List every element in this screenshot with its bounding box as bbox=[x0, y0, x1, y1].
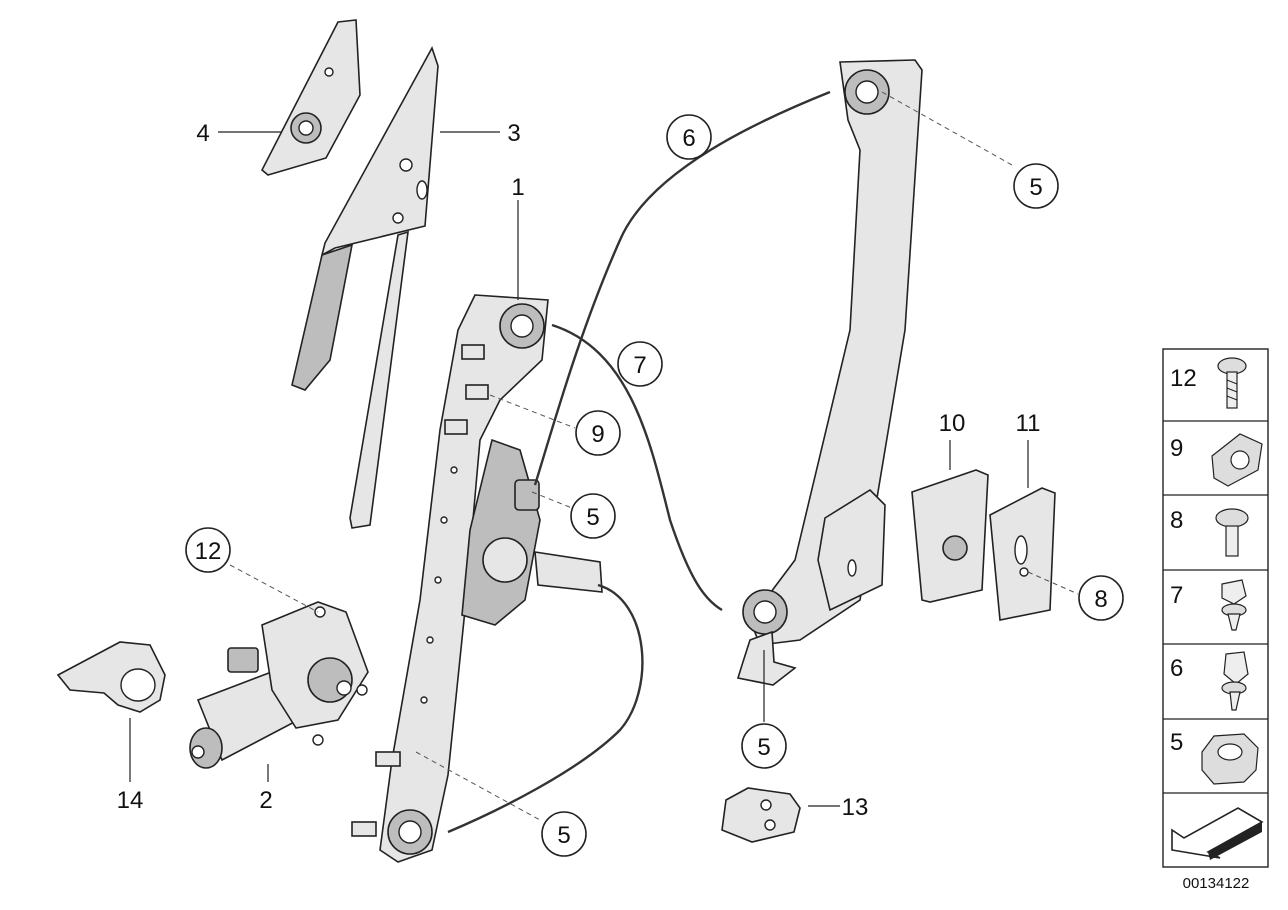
mirror-triangle-cover bbox=[260, 19, 361, 176]
side-item-label: 8 bbox=[1170, 507, 1183, 534]
callout-5-bottom: 5 bbox=[557, 822, 570, 849]
expanding-rivet-icon bbox=[1221, 651, 1249, 711]
side-item-5: 5 bbox=[1170, 729, 1259, 785]
callout-11: 11 bbox=[1016, 410, 1041, 437]
side-item-6: 6 bbox=[1170, 651, 1249, 711]
document-id: 00134122 bbox=[1183, 875, 1250, 892]
side-item-8: 8 bbox=[1170, 507, 1249, 557]
side-item-label: 5 bbox=[1170, 729, 1183, 756]
rear-window-regulator bbox=[736, 59, 923, 686]
leader-lines bbox=[129, 91, 1079, 821]
lower-cable bbox=[551, 323, 723, 612]
callout-10: 10 bbox=[939, 410, 966, 437]
callout-8: 8 bbox=[1094, 586, 1107, 613]
screw-icon bbox=[1217, 357, 1247, 409]
cover-plate bbox=[911, 469, 989, 603]
upper-cable bbox=[533, 90, 831, 486]
callouts: 4 3 1 2 14 13 10 11 6 5 7 9 5 12 8 5 5 bbox=[117, 114, 1124, 857]
side-item-label: 9 bbox=[1170, 435, 1183, 462]
front-window-regulator bbox=[351, 294, 603, 863]
window-guide-rail bbox=[291, 46, 439, 529]
callout-12: 12 bbox=[195, 538, 222, 565]
side-item-7: 7 bbox=[1170, 579, 1247, 631]
side-parts-panel: 12 9 8 7 bbox=[1162, 348, 1269, 868]
callout-5-bracket: 5 bbox=[757, 734, 770, 761]
motor-cable bbox=[447, 583, 644, 834]
callout-1: 1 bbox=[511, 174, 524, 201]
callout-4: 4 bbox=[196, 120, 209, 147]
callout-9: 9 bbox=[591, 421, 604, 448]
callout-2: 2 bbox=[259, 787, 272, 814]
foam-pad bbox=[56, 641, 166, 713]
callout-5-top: 5 bbox=[1029, 174, 1042, 201]
callout-6: 6 bbox=[682, 125, 695, 152]
clip-icon bbox=[1211, 433, 1263, 487]
side-item-label: 7 bbox=[1170, 582, 1183, 609]
callout-13: 13 bbox=[842, 794, 869, 821]
expanding-rivet-icon bbox=[1221, 579, 1247, 631]
callout-14: 14 bbox=[117, 787, 144, 814]
callout-3: 3 bbox=[507, 120, 520, 147]
support-plate bbox=[989, 487, 1056, 621]
callout-5-mid: 5 bbox=[586, 504, 599, 531]
callout-7: 7 bbox=[633, 352, 646, 379]
arrow-back-icon[interactable] bbox=[1171, 807, 1264, 860]
side-item-label: 12 bbox=[1170, 365, 1197, 392]
side-item-9: 9 bbox=[1170, 433, 1263, 487]
hex-nut-icon bbox=[1201, 733, 1259, 785]
window-motor bbox=[189, 601, 369, 769]
mounting-bracket bbox=[721, 787, 801, 843]
bolt-icon bbox=[1215, 508, 1249, 557]
side-item-label: 6 bbox=[1170, 655, 1183, 682]
side-item-12: 12 bbox=[1170, 357, 1247, 409]
